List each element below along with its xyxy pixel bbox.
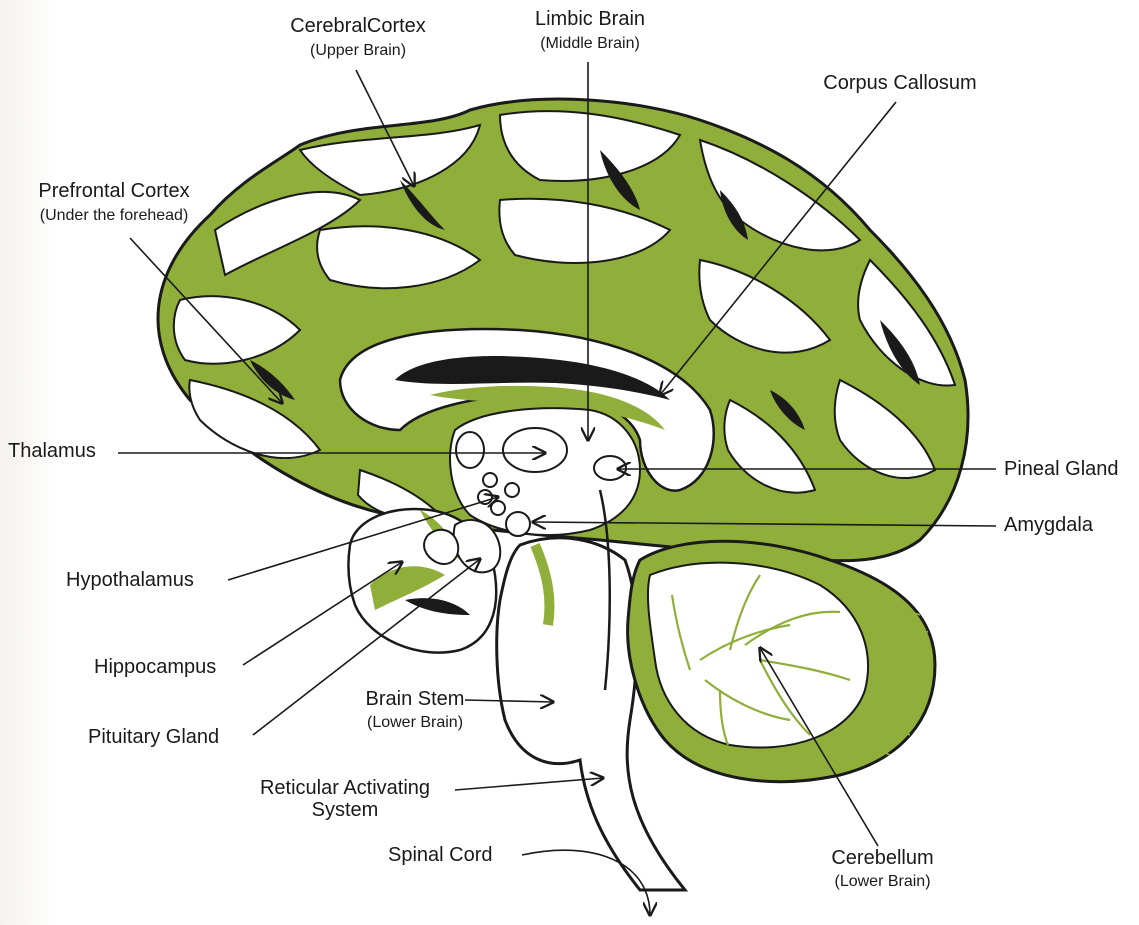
label-cerebellum-sub: (Lower Brain)	[800, 873, 965, 891]
label-limbic-brain-sub: (Middle Brain)	[505, 35, 675, 53]
label-limbic-brain: Limbic Brain	[505, 8, 675, 30]
label-cerebral-cortex-sub: (Upper Brain)	[258, 42, 458, 60]
label-pineal-gland: Pineal Gland	[1004, 458, 1119, 480]
label-brain-stem-sub: (Lower Brain)	[330, 714, 500, 732]
label-corpus-callosum: Corpus Callosum	[800, 72, 1000, 94]
label-thalamus: Thalamus	[8, 440, 96, 462]
label-prefrontal-cortex: Prefrontal Cortex	[0, 180, 228, 202]
label-brain-stem: Brain Stem	[330, 688, 500, 710]
thalamus-shape	[503, 428, 567, 472]
label-amygdala: Amygdala	[1004, 514, 1093, 536]
label-prefrontal-cortex-sub: (Under the forehead)	[0, 207, 228, 225]
label-spinal-cord: Spinal Cord	[388, 844, 493, 866]
leader-reticular-activating-system	[455, 778, 603, 790]
label-hypothalamus: Hypothalamus	[66, 569, 194, 591]
label-pituitary-gland: Pituitary Gland	[88, 726, 219, 748]
amygdala-shape	[506, 512, 530, 536]
label-reticular-activating-system: Reticular Activating	[230, 777, 460, 799]
label-cerebral-cortex: CerebralCortex	[258, 15, 458, 37]
label-reticular-activating-system-line2: System	[230, 799, 460, 821]
pineal-gland-shape	[594, 456, 626, 480]
label-hippocampus: Hippocampus	[94, 656, 216, 678]
label-cerebellum: Cerebellum	[800, 847, 965, 869]
